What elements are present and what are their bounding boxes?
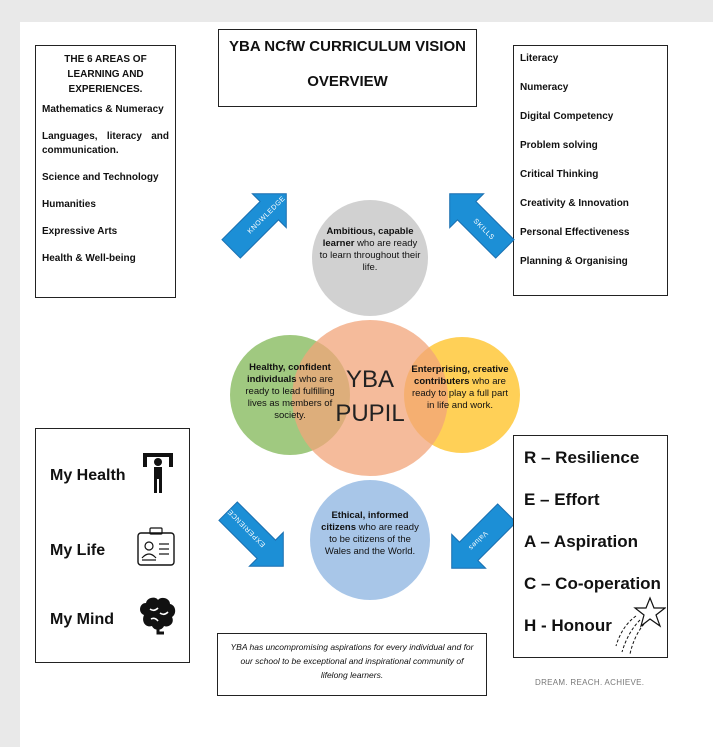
title-box: YBA NCfW CURRICULUM VISION OVERVIEW (218, 29, 477, 107)
skill-item: Problem solving (520, 140, 598, 151)
id-card-icon (137, 527, 175, 566)
left-circle-bold: Healthy, confident individuals (246, 362, 331, 385)
wellbeing-item: My Health (50, 467, 126, 484)
areas-header: THE 6 AREAS OF LEARNING AND EXPERIENCES. (64, 54, 147, 95)
values-box: R – Resilience E – Effort A – Aspiration… (513, 435, 668, 658)
statement-box: YBA has uncompromising aspirations for e… (217, 633, 487, 696)
area-item: Mathematics & Numeracy (42, 104, 164, 115)
value-item: R – Resilience (524, 448, 640, 467)
page-title-line1: YBA NCfW CURRICULUM VISION (229, 38, 466, 55)
value-item: E – Effort (524, 490, 600, 509)
skills-box: Literacy Numeracy Digital Competency Pro… (513, 45, 668, 296)
right-circle-bold: Enterprising, creative contributers (411, 364, 509, 387)
brain-icon (140, 597, 176, 635)
skill-item: Literacy (520, 53, 559, 64)
left-circle-rest: who are ready to lead fulfilling lives a… (245, 374, 335, 421)
skill-item: Critical Thinking (520, 169, 599, 180)
top-circle-rest: who are ready to learn throughout their … (319, 238, 421, 273)
page-title-line2: OVERVIEW (307, 73, 388, 90)
vision-statement: YBA has uncompromising aspirations for e… (230, 642, 474, 680)
skills-arrow: SKILLS (449, 193, 515, 259)
area-item: Health & Well-being (42, 253, 136, 264)
area-item: Expressive Arts (42, 226, 118, 237)
values-arrow: Values (451, 503, 517, 569)
shooting-star-icon (615, 596, 666, 655)
bottom-circle-bold: Ethical, informed citizens (321, 510, 409, 533)
wellbeing-item: My Life (50, 542, 106, 559)
right-circle-text: Enterprising, creative contributers who … (410, 364, 510, 412)
area-item: Humanities (42, 199, 96, 210)
skill-item: Personal Effectiveness (520, 227, 630, 238)
top-circle-bold: Ambitious, capable learner (322, 226, 414, 249)
center-circle (292, 320, 448, 476)
center-label-line2: PUPIL (335, 400, 405, 427)
wellbeing-item: My Mind (50, 611, 114, 628)
center-label-line1: YBA (345, 366, 395, 393)
skill-item: Creativity & Innovation (520, 198, 629, 209)
skill-item: Numeracy (520, 82, 569, 93)
knowledge-arrow: KNOWLEDGE (221, 193, 287, 259)
gymnast-icon (143, 453, 173, 493)
area-item: Science and Technology (42, 172, 159, 183)
right-circle-rest: who are ready to play a full part in lif… (411, 376, 509, 411)
value-item: C – Co-operation (524, 574, 661, 593)
top-circle (312, 200, 428, 316)
area-item: Languages, literacy and communication. (42, 131, 169, 156)
experiences-arrow: EXPERIENCES (218, 501, 284, 567)
skill-item: Digital Competency (520, 111, 614, 122)
wellbeing-box: My Health My Life My Mind (35, 428, 190, 663)
tagline: DREAM. REACH. ACHIEVE. (535, 678, 645, 687)
top-circle-text: Ambitious, capable learner who are ready… (318, 226, 422, 274)
value-item: H - Honour (524, 616, 612, 635)
bottom-circle-rest: who are ready to be citizens of the Wale… (324, 522, 419, 557)
areas-of-learning-box: THE 6 AREAS OF LEARNING AND EXPERIENCES.… (35, 45, 176, 298)
value-item: A – Aspiration (524, 532, 638, 551)
skill-item: Planning & Organising (520, 256, 628, 267)
bottom-circle-text: Ethical, informed citizens who are ready… (318, 510, 422, 558)
left-circle-text: Healthy, confident individuals who are r… (240, 362, 340, 422)
bottom-circle (310, 480, 430, 600)
